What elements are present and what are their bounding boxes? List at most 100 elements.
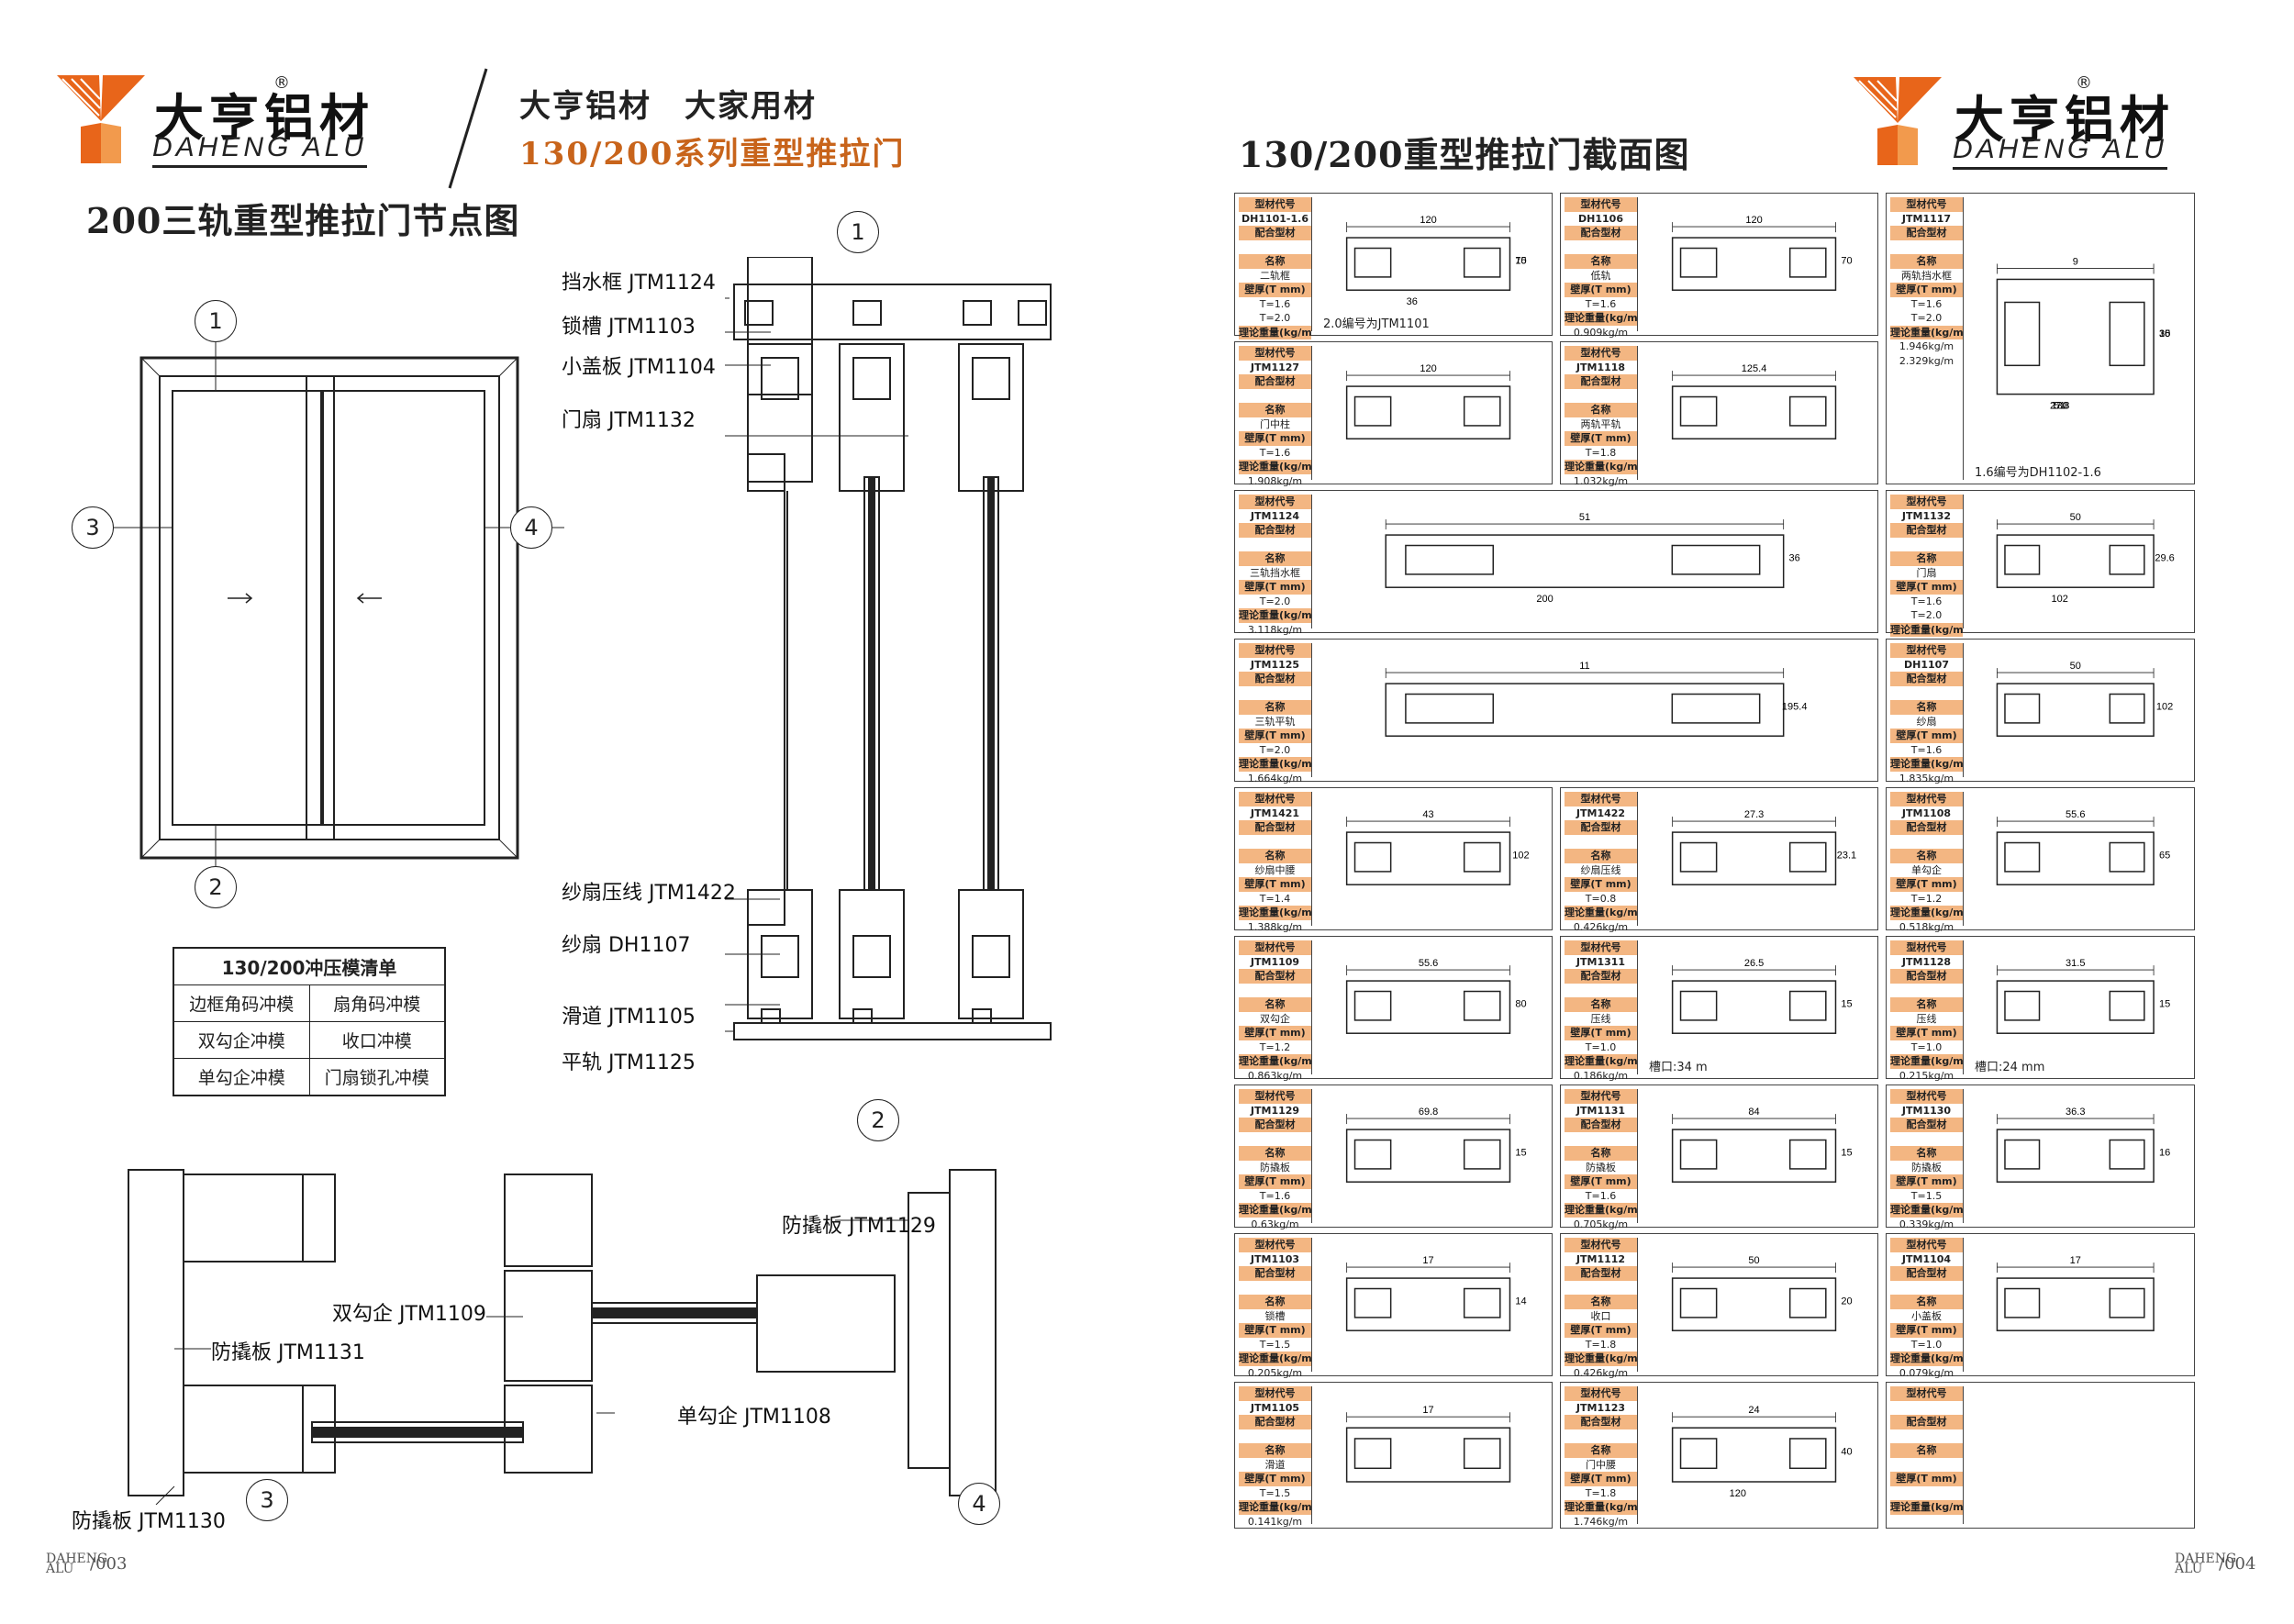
profile-section-icon: 55.680 [1345,958,1527,1034]
caption-key: 理论重量(kg/m) [1239,325,1311,339]
caption-key: 壁厚(T mm) [1890,1026,1963,1040]
caption-key: 名称 [1239,1146,1311,1161]
profile-code: JTM1124 [1250,509,1300,522]
caption-key: 理论重量(kg/m) [1239,1054,1311,1069]
profile-code: JTM1103 [1250,1252,1300,1265]
vertical-section-drawing [725,257,1052,1040]
caption-key: 型材代号 [1239,346,1311,361]
profile-name: 两轨平轨 [1580,417,1621,430]
profile-code: JTM1125 [1250,658,1300,671]
footer-brand-line: ALU [2175,1562,2203,1576]
dimension-label: 125.4 [1742,363,1767,374]
caption-key: 理论重量(kg/m) [1565,1351,1637,1366]
profile-note: 2.0编号为JTM1101 [1323,317,1430,331]
profile-code: DH1107 [1904,658,1949,671]
profile-name: 锁槽 [1264,1309,1286,1322]
section-title: 130/200重型推拉门截面图 [1239,134,1690,175]
profile-caption: 型材代号 JTM1117 配合型材 名称 两轨挡水框 壁厚(T mm)T=1.6… [1890,197,1964,480]
profile-section-icon: 55.665 [1996,809,2170,885]
profile-thickness: T=2.0 [1910,312,1943,324]
caption-key: 配合型材 [1565,374,1637,389]
profile-weight: 0.079kg/m [1899,1366,1954,1379]
caption-key: 壁厚(T mm) [1239,431,1311,446]
profile-code: JTM1104 [1901,1252,1952,1265]
profile-thickness: T=1.0 [1585,1040,1617,1053]
profile-thickness: T=0.8 [1585,892,1617,905]
caption-key: 型材代号 [1890,197,1963,212]
profile-name: 两轨挡水框 [1901,269,1952,282]
profile-code: JTM1105 [1250,1401,1300,1414]
horizontal-section-drawing [128,1169,997,1505]
profile-weight: 1.835kg/m [1899,772,1954,784]
profile-code: JTM1422 [1576,806,1626,819]
marker-4-detail: 4 [958,1483,1000,1525]
profile-section-icon [1971,1392,2188,1520]
dimension-label: 36.3 [2066,1107,2085,1118]
profile-card: 型材代号 DH1101-1.6 配合型材 名称 二轨框 壁厚(T mm)T=1.… [1234,193,1553,367]
caption-key: 型材代号 [1239,940,1311,955]
dimension-label: 200 [1536,594,1553,605]
label-double-interlock: 双勾企 JTM1109 [332,1303,486,1326]
brand-name-cn: 大亨铝材 [154,88,374,147]
registered-mark: ® [2076,73,2092,93]
caption-key: 型材代号 [1239,1386,1311,1401]
caption-key: 配合型材 [1239,820,1311,835]
caption-key: 名称 [1890,1295,1963,1309]
caption-key: 名称 [1239,1443,1311,1458]
caption-key: 配合型材 [1565,1118,1637,1132]
profile-note: 1.6编号为DH1102-1.6 [1975,466,2101,480]
marker-1: 1 [195,300,237,342]
footer-brand-right: DAHENG ALU [2175,1552,2237,1576]
caption-key: 名称 [1890,254,1963,269]
profile-weight: 0.705kg/m [1573,1218,1629,1230]
profile-name: 纱扇压线 [1580,863,1621,876]
caption-key: 名称 [1239,551,1311,566]
profile-thickness: T=1.0 [1910,1338,1943,1351]
profile-thickness: T=1.4 [1259,892,1291,905]
caption-key: 名称 [1890,997,1963,1012]
dimension-label: 55.6 [1419,958,1438,969]
caption-key: 型材代号 [1565,197,1637,212]
footer-brand-line: ALU [46,1562,74,1576]
caption-key: 型材代号 [1890,792,1963,806]
dimension-label: 17 [2070,1255,2081,1266]
die-item: 双勾企冲模 [173,1021,310,1059]
caption-key: 型材代号 [1239,1238,1311,1252]
caption-key: 型材代号 [1890,1238,1963,1252]
dimension-label: 65 [2159,851,2170,862]
footer-brand-line: DAHENG [2175,1552,2237,1566]
marker-4: 4 [510,506,552,549]
profile-code: JTM1127 [1250,361,1300,373]
caption-key: 配合型材 [1239,1266,1311,1281]
footer-brand-left: DAHENG ALU [46,1552,107,1576]
dimension-label: 36 [1407,296,1418,307]
profile-code: JTM1118 [1576,361,1626,373]
caption-key: 壁厚(T mm) [1239,729,1311,743]
profile-code: JTM1123 [1576,1401,1626,1414]
label-flat-track: 平轨 JTM1125 [562,1051,696,1074]
die-item: 单勾企冲模 [173,1058,310,1096]
profile-name: 纱扇中腰 [1254,863,1296,876]
dimension-label: 120 [1745,215,1762,226]
profile-thickness [1890,1486,1963,1501]
profile-code: JTM1131 [1576,1104,1626,1117]
profile-code: JTM1108 [1901,806,1952,819]
profile-code [1890,1401,1963,1416]
profile-thickness: T=1.5 [1259,1338,1291,1351]
caption-key: 配合型材 [1565,1415,1637,1429]
dimension-label: 120 [1420,363,1436,374]
profile-name: 收口 [1590,1309,1611,1322]
caption-key: 壁厚(T mm) [1890,1323,1963,1338]
profile-weight: 0.909kg/m [1573,326,1629,339]
profile-note: 槽口:24 mm [1975,1061,2045,1074]
caption-key: 名称 [1239,849,1311,863]
profile-name: 纱扇 [1916,715,1937,728]
